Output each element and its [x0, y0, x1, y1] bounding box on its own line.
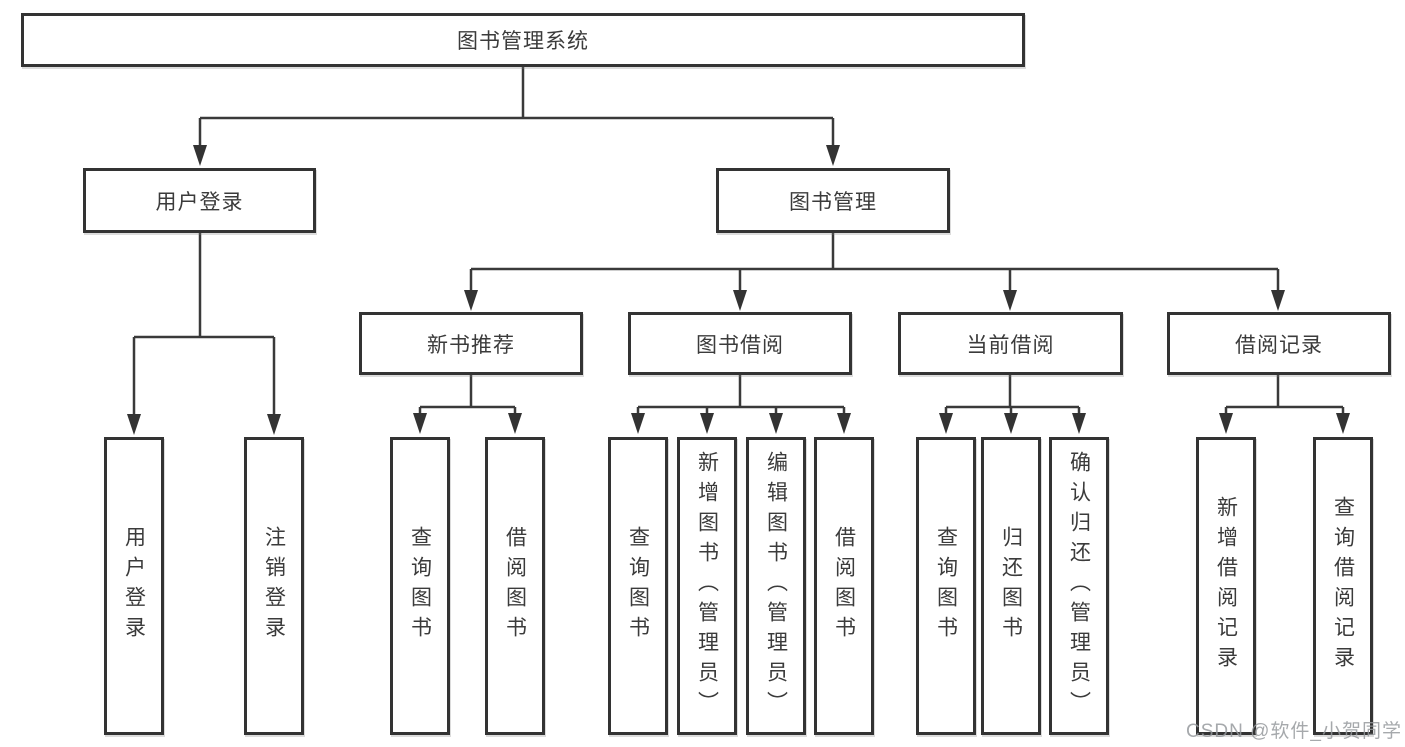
- leaf-borrow-books-borrowing: 借阅图书: [814, 437, 874, 735]
- leaf-edit-book-admin-label: 编辑图书（管理员）: [764, 451, 788, 721]
- leaf-user-login: 用户登录: [104, 437, 164, 735]
- leaf-edit-book-admin: 编辑图书（管理员）: [746, 437, 806, 735]
- leaf-return-books-label: 归还图书: [999, 526, 1023, 646]
- arrowhead-down-icon: [939, 413, 953, 434]
- connector-user-login-to-leaves: [127, 233, 281, 435]
- leaf-borrow-books-recommend-label: 借阅图书: [503, 526, 527, 646]
- watermark: CSDN @软件_小贺同学: [1186, 721, 1402, 742]
- leaf-logout-label: 注销登录: [262, 526, 286, 646]
- node-root-label: 图书管理系统: [457, 30, 589, 53]
- arrowhead-down-icon: [733, 290, 747, 311]
- arrowhead-down-icon: [1336, 413, 1350, 434]
- leaf-borrow-books-recommend: 借阅图书: [485, 437, 545, 735]
- arrowhead-down-icon: [127, 414, 141, 435]
- leaf-logout: 注销登录: [244, 437, 304, 735]
- node-borrowing-records-label: 借阅记录: [1235, 333, 1323, 357]
- arrowhead-down-icon: [837, 413, 851, 434]
- connector-recommend-to-leaves: [413, 375, 522, 434]
- connector-root-to-level2: [193, 67, 840, 166]
- leaf-return-books: 归还图书: [981, 437, 1041, 735]
- leaf-add-borrow-record: 新增借阅记录: [1196, 437, 1256, 735]
- arrowhead-down-icon: [267, 414, 281, 435]
- leaf-search-books-borrowing-label: 查询图书: [626, 526, 650, 646]
- leaf-search-books-current-label: 查询图书: [934, 526, 958, 646]
- connector-current-to-leaves: [939, 375, 1086, 434]
- leaf-search-books-recommend: 查询图书: [390, 437, 450, 735]
- leaf-confirm-return-admin-label: 确认归还（管理员）: [1067, 451, 1091, 721]
- arrowhead-down-icon: [1072, 413, 1086, 434]
- connector-records-to-leaves: [1219, 375, 1350, 434]
- node-borrowing-records: 借阅记录: [1167, 312, 1391, 375]
- arrowhead-down-icon: [1003, 290, 1017, 311]
- arrowhead-down-icon: [1004, 413, 1018, 434]
- node-current-borrowing: 当前借阅: [898, 312, 1123, 375]
- arrowhead-down-icon: [193, 145, 207, 166]
- leaf-add-borrow-record-label: 新增借阅记录: [1214, 496, 1238, 676]
- arrowhead-down-icon: [1219, 413, 1233, 434]
- node-book-management-label: 图书管理: [789, 190, 877, 214]
- node-user-login: 用户登录: [83, 168, 316, 233]
- connector-borrow-to-leaves: [631, 375, 851, 434]
- node-book-management: 图书管理: [716, 168, 950, 233]
- arrowhead-down-icon: [826, 145, 840, 166]
- node-root: 图书管理系统: [21, 13, 1025, 67]
- node-book-borrowing: 图书借阅: [628, 312, 852, 375]
- node-new-book-recommend-label: 新书推荐: [427, 333, 515, 357]
- arrowhead-down-icon: [508, 413, 522, 434]
- leaf-add-book-admin-label: 新增图书（管理员）: [695, 451, 719, 721]
- leaf-borrow-books-borrowing-label: 借阅图书: [832, 526, 856, 646]
- leaf-add-book-admin: 新增图书（管理员）: [677, 437, 737, 735]
- leaf-confirm-return-admin: 确认归还（管理员）: [1049, 437, 1109, 735]
- leaf-search-books-recommend-label: 查询图书: [408, 526, 432, 646]
- leaf-search-books-borrowing: 查询图书: [608, 437, 668, 735]
- leaf-user-login-label: 用户登录: [122, 526, 146, 646]
- arrowhead-down-icon: [631, 413, 645, 434]
- node-current-borrowing-label: 当前借阅: [966, 333, 1055, 357]
- node-book-borrowing-label: 图书借阅: [696, 333, 784, 357]
- leaf-search-borrow-record-label: 查询借阅记录: [1331, 496, 1355, 676]
- arrowhead-down-icon: [769, 413, 783, 434]
- arrowhead-down-icon: [700, 413, 714, 434]
- leaf-search-books-current: 查询图书: [916, 437, 976, 735]
- leaf-search-borrow-record: 查询借阅记录: [1313, 437, 1373, 735]
- arrowhead-down-icon: [464, 290, 478, 311]
- connector-book-mgmt-to-level3: [464, 233, 1285, 311]
- node-new-book-recommend: 新书推荐: [359, 312, 583, 375]
- arrowhead-down-icon: [1271, 290, 1285, 311]
- node-user-login-label: 用户登录: [155, 190, 244, 214]
- arrowhead-down-icon: [413, 413, 427, 434]
